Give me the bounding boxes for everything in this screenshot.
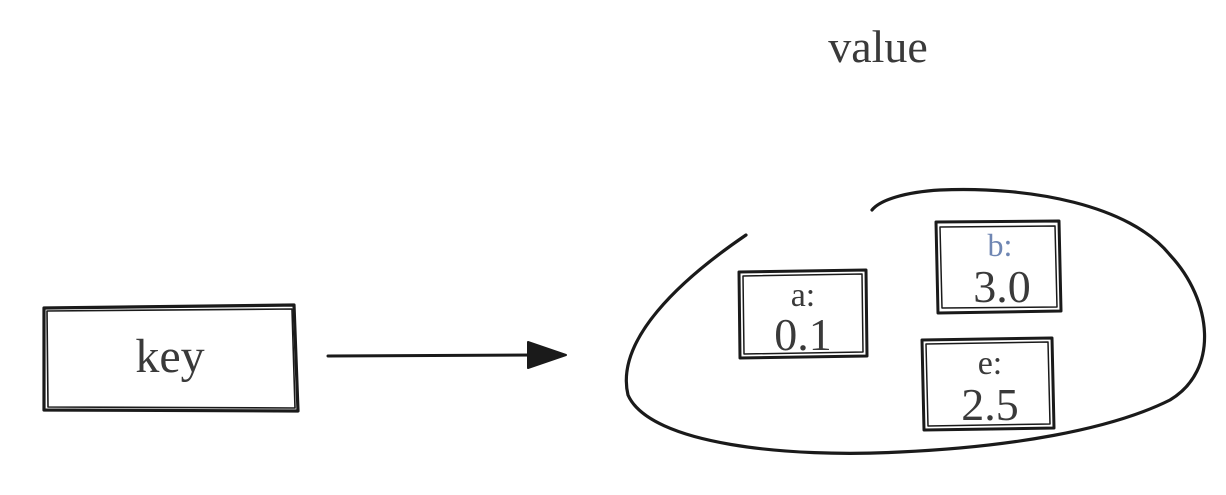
mapping-arrow	[326, 341, 567, 369]
item-box-a: a: 0.1	[737, 268, 869, 360]
key-box: key	[42, 303, 300, 413]
item-box-e: e: 2.5	[920, 336, 1056, 432]
item-key-b: b:	[988, 227, 1013, 263]
item-value-b: 3.0	[973, 261, 1031, 312]
value-title: value	[828, 21, 928, 72]
value-enclosure	[624, 187, 1207, 455]
arrowhead-icon	[527, 341, 567, 369]
key-label: key	[135, 330, 204, 383]
item-box-b: b: 3.0	[934, 219, 1063, 315]
item-value-e: 2.5	[961, 379, 1019, 430]
item-value-a: 0.1	[774, 309, 832, 360]
item-key-e: e:	[978, 345, 1003, 382]
item-key-a: a:	[791, 277, 816, 314]
